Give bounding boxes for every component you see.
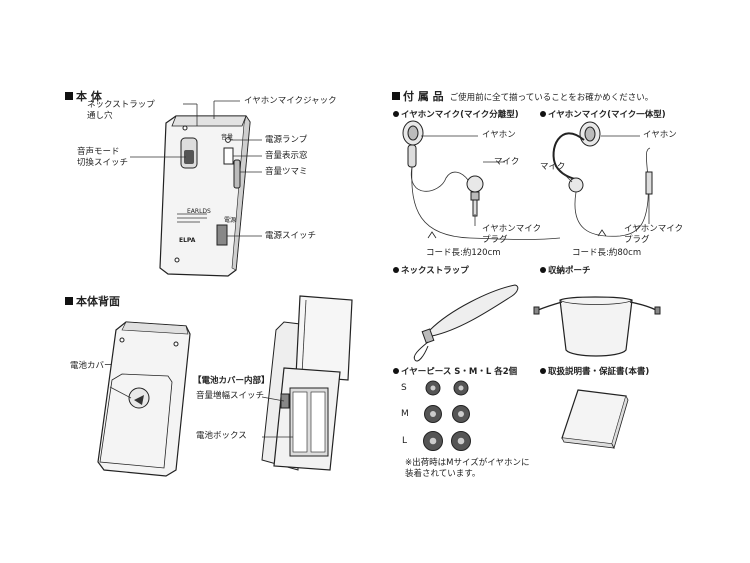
earpieces-title: イヤーピース S・M・L 各2個 <box>393 365 517 377</box>
accessories-note: ご使用前に全て揃っていることをお確かめください。 <box>449 93 654 103</box>
earpiece-l-2 <box>451 431 471 451</box>
earpieces-footnote: ※出荷時はMサイズがイヤホンに 装着されています。 <box>405 458 530 479</box>
size-s-label: S <box>401 383 407 393</box>
mode-switch-label: 音声モード 切換スイッチ <box>77 147 129 168</box>
earpiece-l-1 <box>423 431 443 451</box>
size-l-label: L <box>402 436 408 446</box>
volume-knob-label: 音量ツマミ <box>265 167 308 177</box>
device-brand-text: EARLDS <box>187 208 211 215</box>
bullet-icon <box>393 267 399 273</box>
earpiece-s-1 <box>425 380 441 396</box>
manual-title-text: 取扱説明書・保証書(本書) <box>548 367 650 377</box>
strap-title: ネックストラップ <box>393 264 469 276</box>
earphone-separate-title-text: イヤホンマイク(マイク分離型) <box>401 110 519 120</box>
main-body-heading: 本 体 <box>65 88 102 104</box>
integrated-cord-label: コード長:約80cm <box>572 248 642 258</box>
power-switch-label: 電源スイッチ <box>265 231 317 241</box>
bullet-icon <box>393 368 399 374</box>
earphone-integrated-title: イヤホンマイク(マイク一体型) <box>540 108 666 120</box>
pouch-title-text: 収納ポーチ <box>548 266 591 276</box>
separate-cord-label: コード長:約120cm <box>426 248 501 258</box>
earpiece-s-2 <box>453 380 469 396</box>
main-body-heading-text: 本 体 <box>76 90 102 103</box>
strap-hole-label: ネックストラップ 通し穴 <box>87 100 155 121</box>
earpiece-m-1 <box>424 405 442 423</box>
integrated-mic-label: マイク <box>540 162 566 172</box>
separate-mic-label: マイク <box>494 157 520 167</box>
integrated-plug-label: イヤホンマイク プラグ <box>624 224 684 245</box>
bullet-icon <box>540 368 546 374</box>
battery-box-label: 電池ボックス <box>196 431 247 441</box>
accessories-heading: 付 属 品ご使用前に全て揃っていることをお確かめください。 <box>392 88 653 104</box>
pouch-title: 収納ポーチ <box>540 264 591 276</box>
earphone-integrated-title-text: イヤホンマイク(マイク一体型) <box>548 110 666 120</box>
bullet-icon <box>540 111 546 117</box>
strap-title-text: ネックストラップ <box>401 266 469 276</box>
heading-square-icon <box>392 92 400 100</box>
earphone-separate-title: イヤホンマイク(マイク分離型) <box>393 108 519 120</box>
manual-title: 取扱説明書・保証書(本書) <box>540 365 649 377</box>
heading-square-icon <box>65 92 73 100</box>
device-volume-text: 音量 <box>221 134 234 141</box>
earphone-jack-label: イヤホンマイクジャック <box>244 96 337 106</box>
back-heading-text: 本体背面 <box>76 295 120 308</box>
earpieces-title-text: イヤーピース S・M・L 各2個 <box>401 367 518 377</box>
power-lamp-label: 電源ランプ <box>265 135 308 145</box>
back-heading: 本体背面 <box>65 293 120 309</box>
amp-switch-label: 音量増幅スイッチ <box>196 391 265 401</box>
battery-cover-label: 電池カバー <box>70 361 113 371</box>
bullet-icon <box>540 267 546 273</box>
separate-plug-label: イヤホンマイク プラグ <box>482 224 542 245</box>
device-maker-text: ELPA <box>179 237 196 244</box>
cover-inside-label: 【電池カバー内部】 <box>193 376 270 386</box>
integrated-earphone-label: イヤホン <box>643 130 677 140</box>
volume-window-label: 音量表示窓 <box>265 151 308 161</box>
heading-square-icon <box>65 297 73 305</box>
accessories-heading-text: 付 属 品 <box>403 90 444 103</box>
bullet-icon <box>393 111 399 117</box>
device-power-text: 電源 <box>224 217 237 224</box>
size-m-label: M <box>401 409 409 419</box>
separate-earphone-label: イヤホン <box>482 130 516 140</box>
earpiece-m-2 <box>452 405 470 423</box>
